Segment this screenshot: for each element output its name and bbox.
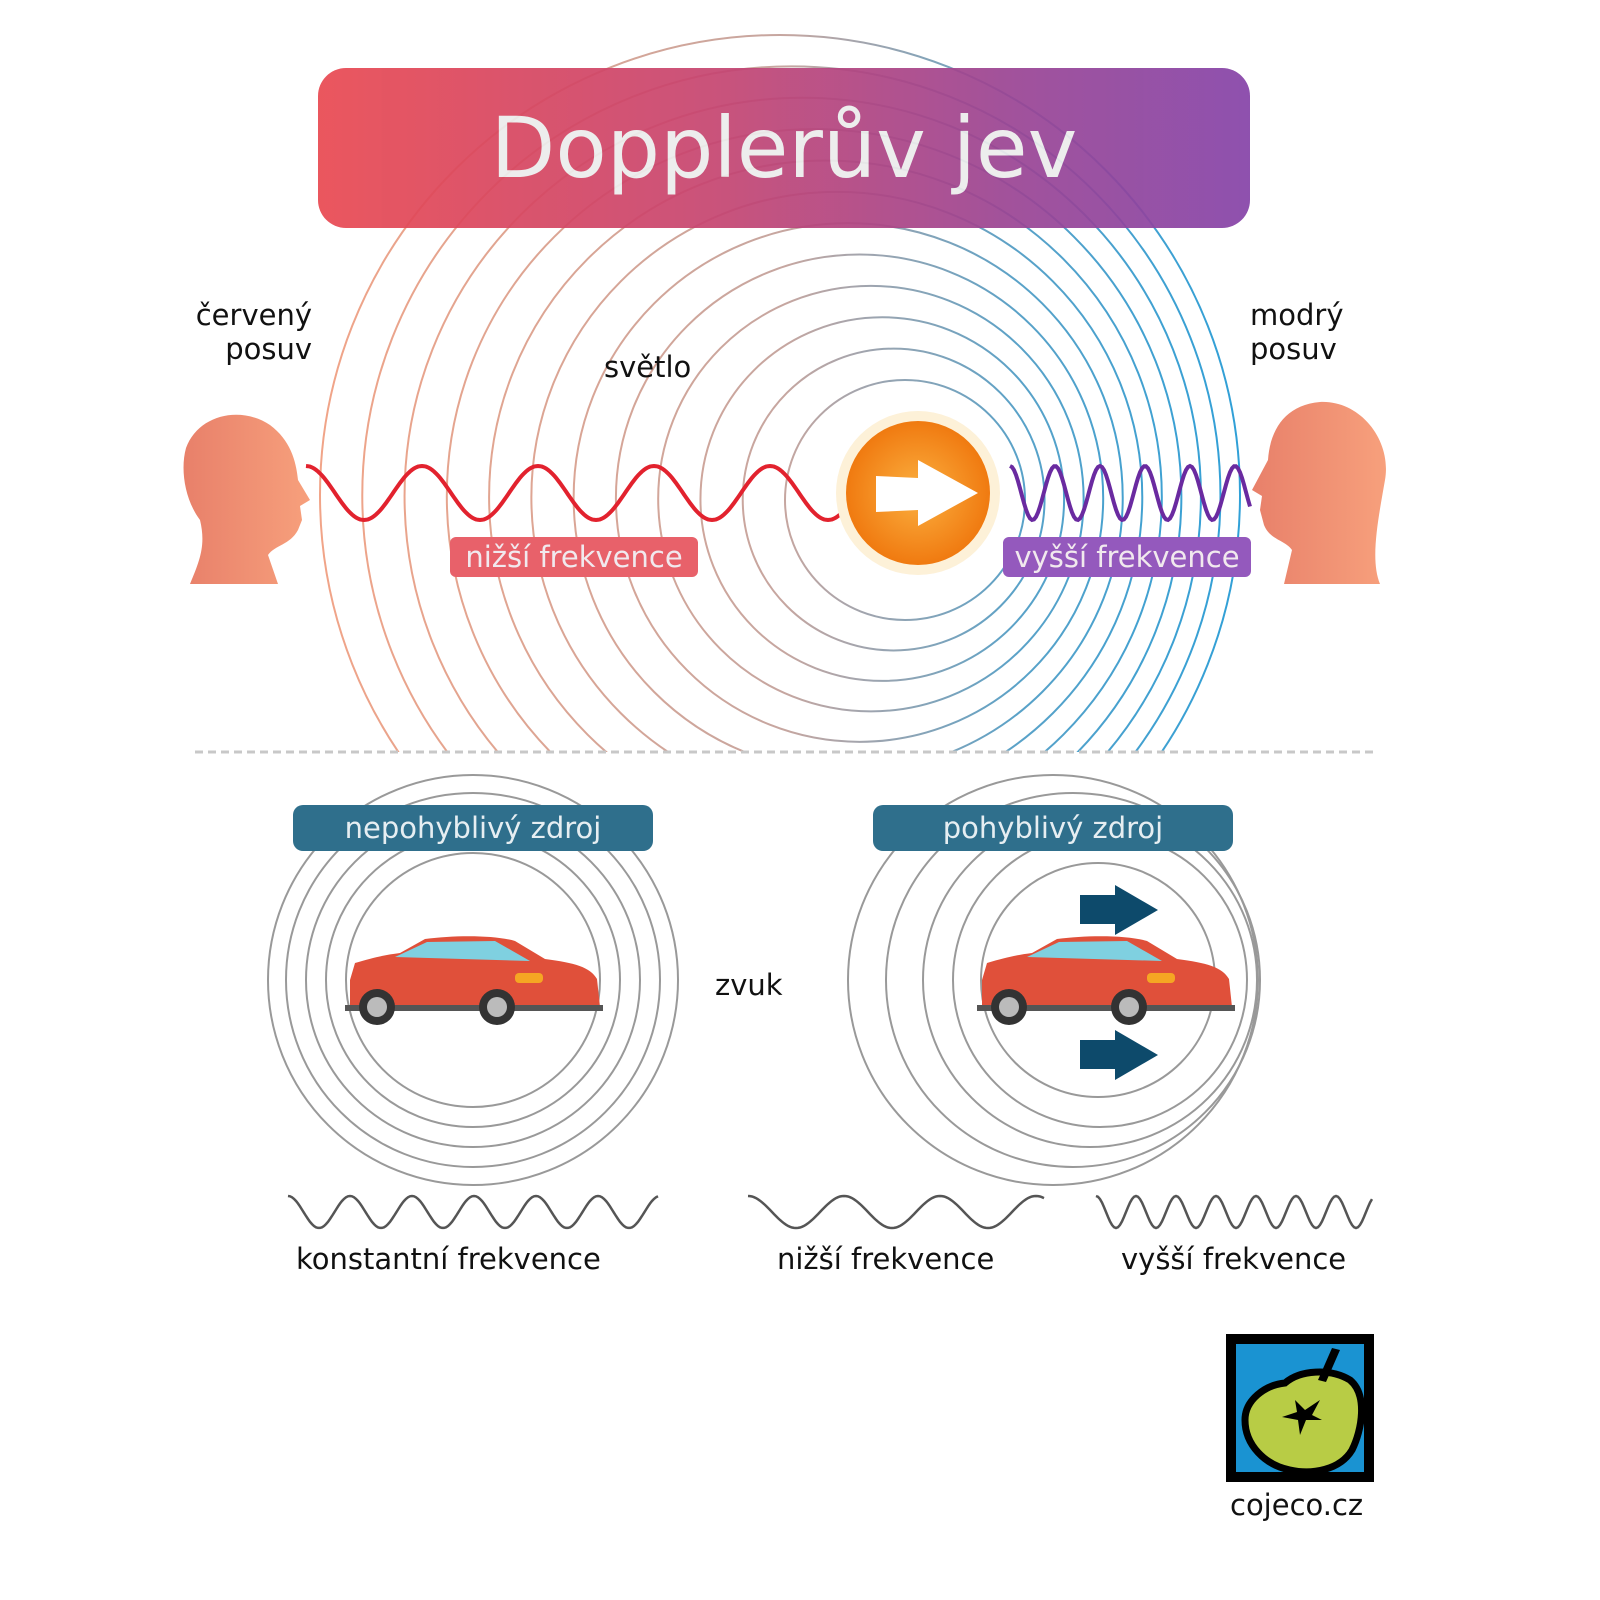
wavefront-ring — [361, 65, 1222, 752]
car-headlight — [1147, 973, 1175, 983]
lower-frequency-badge: nižší frekvence — [450, 537, 698, 577]
wavefront-ring — [699, 316, 1066, 682]
cojeco-logo — [1226, 1334, 1374, 1482]
motion-arrow-icon — [876, 460, 978, 526]
moving-car-icon — [977, 936, 1235, 1025]
red-shift-label: červený posuv — [194, 298, 312, 366]
page-title: Dopplerův jev — [318, 68, 1250, 228]
observer-left-head-icon — [183, 414, 310, 584]
direction-arrow-top-icon — [1080, 885, 1158, 935]
red-shift-line-1: červený — [195, 298, 312, 332]
observer-right-head-icon — [1252, 401, 1386, 584]
red-shift-line-2: posuv — [225, 332, 312, 366]
blue-shift-label: modrý posuv — [1250, 298, 1344, 366]
car-hubcap — [487, 997, 507, 1017]
higher-sound-wave — [1095, 1194, 1374, 1230]
stationary-car-icon — [345, 936, 603, 1025]
car-hubcap — [367, 997, 387, 1017]
wavefront-ring — [657, 284, 1085, 713]
lower-sound-wave — [747, 1194, 1045, 1230]
sound-ring-stationary — [345, 852, 601, 1108]
light-label: světlo — [604, 350, 692, 384]
sound-lower-frequency-label: nižší frekvence — [777, 1242, 995, 1276]
sound-label: zvuk — [715, 968, 783, 1002]
sound-ring-stationary — [267, 774, 679, 1186]
direction-arrow-bottom-icon — [1080, 1030, 1158, 1080]
logo-text: cojeco.cz — [1230, 1488, 1364, 1522]
car-hubcap — [999, 997, 1019, 1017]
sound-ring-moving — [885, 792, 1261, 1168]
car-windows — [395, 941, 530, 961]
car-bumper — [977, 1005, 1235, 1011]
red-light-wave — [305, 463, 844, 523]
constant-sound-wave — [287, 1194, 659, 1230]
car-headlight — [515, 973, 543, 983]
wavefront-ring — [741, 347, 1046, 652]
stationary-source-header: nepohyblivý zdroj — [293, 805, 653, 851]
sound-higher-frequency-label: vyšší frekvence — [1121, 1242, 1347, 1276]
blue-shift-line-1: modrý — [1250, 298, 1344, 332]
purple-light-wave — [1009, 463, 1252, 523]
higher-frequency-badge: vyšší frekvence — [1003, 537, 1251, 577]
light-waves — [305, 463, 1252, 523]
sound-waves — [287, 1194, 1374, 1230]
light-wavefronts — [319, 34, 1241, 752]
car-bumper — [345, 1005, 603, 1011]
wavefront-ring — [614, 253, 1105, 743]
sound-ring-stationary — [285, 792, 661, 1168]
constant-frequency-label: konstantní frekvence — [296, 1242, 601, 1276]
car-hubcap — [1119, 997, 1139, 1017]
car-windows — [1027, 941, 1162, 961]
moving-source-header: pohyblivý zdroj — [873, 805, 1233, 851]
wavefront-ring — [488, 159, 1163, 752]
wavefront-ring — [319, 34, 1241, 752]
blue-shift-line-2: posuv — [1250, 332, 1337, 366]
